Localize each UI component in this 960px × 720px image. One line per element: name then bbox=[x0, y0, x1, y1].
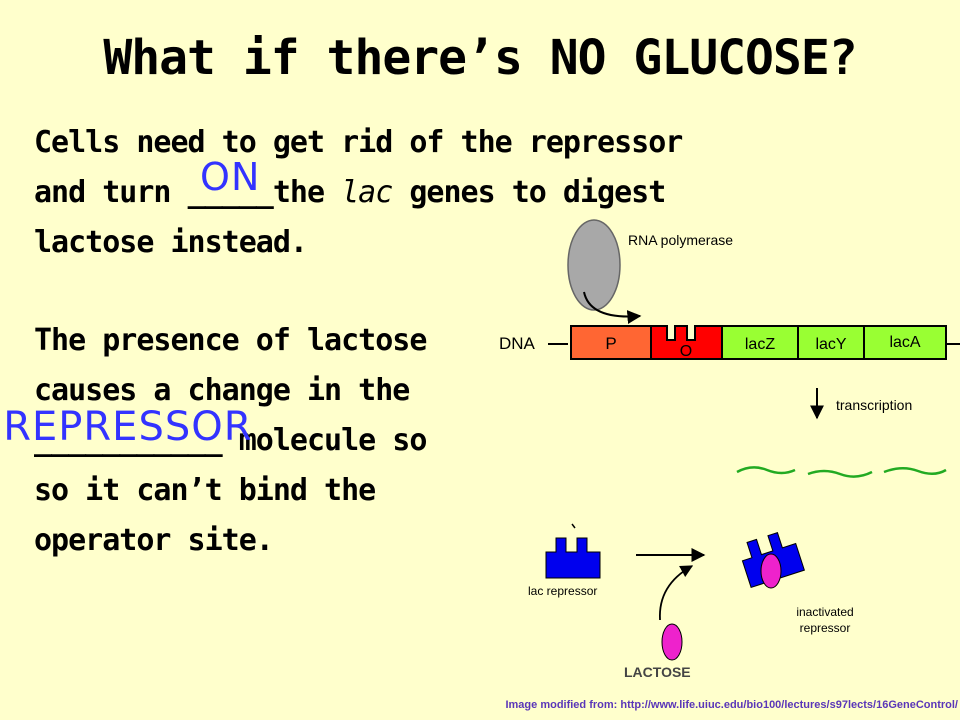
lactose-label: LACTOSE bbox=[624, 664, 691, 680]
para2-line2: causes a change in the bbox=[34, 373, 410, 408]
para2-line3: ___________REPRESSOR molecule so bbox=[3, 404, 428, 466]
bound-lactose-shape bbox=[760, 553, 782, 589]
mrna-segment-3 bbox=[883, 467, 947, 475]
slide-title: What if there’s NO GLUCOSE? bbox=[103, 30, 857, 86]
para2-line1: The presence of lactose bbox=[34, 323, 427, 358]
para2-line4: so it can’t bind the bbox=[34, 473, 376, 508]
gene-lacy-label: lacY bbox=[815, 336, 846, 353]
blank-underscores: ___________ bbox=[34, 423, 223, 458]
para1-line2-mid: the bbox=[272, 175, 342, 210]
inactivated-label-line1: inactivated bbox=[796, 605, 853, 619]
para1-line3: lactose instead. bbox=[34, 225, 308, 260]
rna-polymerase-label: RNA polymerase bbox=[628, 232, 733, 248]
transcription-label: transcription bbox=[836, 397, 912, 413]
fill-answer-on: ON bbox=[200, 155, 261, 199]
para1-line1: Cells need to get rid of the repressor bbox=[34, 125, 683, 160]
gene-lacz-label: lacZ bbox=[745, 336, 775, 353]
mrna-segment-1 bbox=[736, 466, 796, 475]
lactose-arrow bbox=[659, 565, 694, 621]
blank-on: _____ON bbox=[187, 155, 274, 218]
operator-label: O bbox=[680, 343, 692, 360]
dna-label: DNA bbox=[499, 334, 536, 353]
lac-repressor-label: lac repressor bbox=[528, 584, 597, 598]
blank-underscores: _____ bbox=[187, 175, 274, 210]
para2-line3-end: molecule so bbox=[221, 423, 428, 458]
promoter-box bbox=[570, 325, 652, 360]
promoter-label: P bbox=[605, 334, 616, 353]
gene-laca-label: lacA bbox=[889, 334, 920, 351]
para2-line5: operator site. bbox=[34, 523, 274, 558]
blank-repressor: ___________REPRESSOR bbox=[3, 404, 251, 466]
para1-line2-start: and turn bbox=[34, 175, 188, 210]
gene-laca-box bbox=[863, 325, 947, 360]
repressor-tick bbox=[571, 523, 576, 529]
mrna-segment-2 bbox=[807, 469, 873, 478]
rna-polymerase-shape bbox=[567, 219, 621, 311]
para1-line2-end: genes to digest bbox=[392, 175, 666, 210]
polymerase-arrow bbox=[583, 291, 642, 324]
lac-repressor-shape bbox=[545, 537, 601, 579]
inactivated-label-line2: repressor bbox=[800, 621, 851, 635]
lac-italic: lac bbox=[341, 175, 393, 210]
lactose-shape bbox=[661, 623, 683, 661]
image-credit: Image modified from: http://www.life.uiu… bbox=[505, 699, 958, 711]
fill-answer-repressor: REPRESSOR bbox=[3, 404, 253, 450]
